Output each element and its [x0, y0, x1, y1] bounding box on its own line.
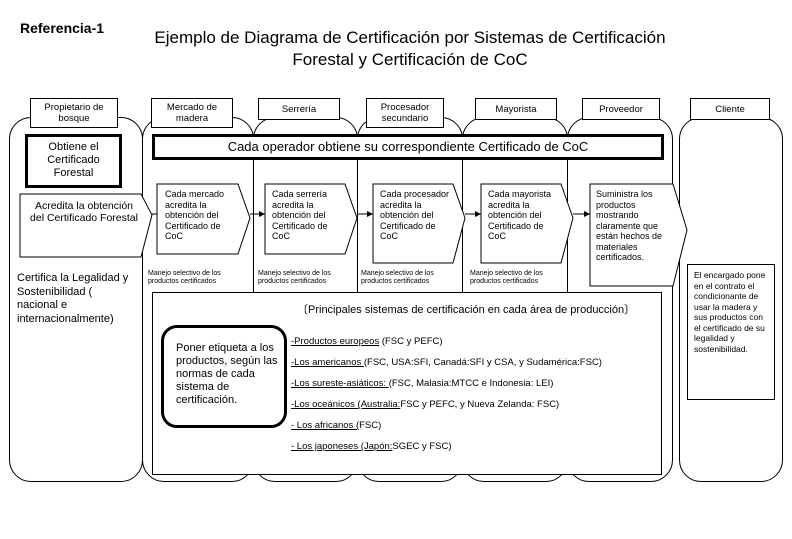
- manejo-mayorista: Manejo selectivo de los productos certif…: [470, 270, 543, 285]
- connector-3-head: [367, 211, 373, 217]
- system-region-africanos: - Los africanos (: [291, 420, 360, 431]
- flow-text-mercado: Cada mercado acredita la obtención del C…: [165, 189, 225, 241]
- flow-text-procesador: Cada procesador acredita la obtención de…: [380, 189, 450, 241]
- connector-2-head: [259, 211, 265, 217]
- system-line-japoneses: - Los japoneses (Japón:SGEC y FSC): [291, 441, 452, 453]
- flow-text-proveedor: Suministra los productos mostrando clara…: [596, 189, 663, 262]
- obtiene-certificado-text: Obtiene el Certificado Forestal: [47, 141, 100, 179]
- manejo-serreria: Manejo selectivo de los productos certif…: [258, 270, 331, 285]
- arrow-shape-mercado: [156, 183, 251, 255]
- poner-etiqueta-box: Poner etiqueta a los productos, según la…: [161, 325, 287, 428]
- cliente-text: El encargado pone en el contrato el cond…: [694, 270, 766, 354]
- system-line-oceanicos: -Los oceánicos (Australia:FSC y PEFC, y …: [291, 399, 559, 411]
- arrow-shape-procesador: [372, 183, 466, 264]
- connector-5-head: [584, 211, 590, 217]
- arrow-shape-proveedor: [589, 183, 688, 287]
- systems-title-text: Principales sistemas de certificación en…: [308, 304, 625, 316]
- manejo-mercado: Manejo selectivo de los productos certif…: [148, 270, 221, 285]
- system-region-americanos: -Los americanos: [291, 357, 364, 368]
- header-procesador: Procesador secundario: [366, 98, 444, 128]
- cada-operador-box: Cada operador obtiene su correspondiente…: [152, 134, 664, 160]
- system-region-oceanicos: -Los oceánicos (Australia:: [291, 399, 401, 410]
- system-region-europeos: -Productos europeos: [291, 336, 380, 347]
- bracket-left: 〔: [297, 304, 308, 316]
- title-line-2: Forestal y Certificación de CoC: [292, 50, 528, 69]
- diagram-title: Ejemplo de Diagrama de Certificación por…: [120, 27, 700, 71]
- system-detail-africanos: FSC): [359, 420, 382, 431]
- header-proveedor: Proveedor: [582, 98, 660, 120]
- system-line-asiaticos: -Los sureste-asiáticos: (FSC, Malasia:MT…: [291, 378, 553, 390]
- system-detail-asiaticos: (FSC, Malasia:MTCC e Indonesia: LEI): [388, 378, 554, 389]
- connector-4-head: [475, 211, 481, 217]
- poner-etiqueta-text: Poner etiqueta a los productos, según la…: [176, 342, 278, 406]
- obtiene-certificado-box: Obtiene el Certificado Forestal: [25, 134, 122, 188]
- system-detail-americanos: (FSC, USA:SFI, Canadá:SFI y CSA, y Sudam…: [363, 357, 602, 368]
- system-line-africanos: - Los africanos (FSC): [291, 420, 381, 432]
- header-serreria: Serrería: [258, 98, 340, 120]
- arrow-shape-acredita: [19, 193, 153, 258]
- system-detail-europeos: (FSC y PEFC): [379, 336, 443, 347]
- manejo-procesador: Manejo selectivo de los productos certif…: [361, 270, 434, 285]
- arrow-shape-serreria: [264, 183, 358, 255]
- header-cliente: Cliente: [690, 98, 770, 120]
- reference-label: Referencia-1: [20, 20, 105, 36]
- system-line-europeos: -Productos europeos (FSC y PEFC): [291, 336, 443, 348]
- system-region-asiaticos: -Los sureste-asiáticos:: [291, 378, 389, 389]
- flow-text-serreria: Cada serrería acredita la obtención del …: [272, 189, 328, 241]
- title-line-1: Ejemplo de Diagrama de Certificación por…: [154, 28, 666, 47]
- system-region-japoneses: - Los japoneses (Japón:: [291, 441, 393, 452]
- header-propietario: Propietario de bosque: [30, 98, 118, 128]
- system-line-americanos: -Los americanos (FSC, USA:SFI, Canadá:SF…: [291, 357, 602, 369]
- cliente-box: El encargado pone en el contrato el cond…: [687, 264, 775, 400]
- acredita-text: Acredita la obtención del Certificado Fo…: [30, 200, 138, 224]
- cada-operador-text: Cada operador obtiene su correspondiente…: [227, 139, 589, 154]
- certifica-text: Certifica la Legalidad y Sostenibilidad …: [17, 272, 129, 325]
- system-detail-oceanicos: FSC y PEFC, y Nueva Zelanda: FSC): [400, 399, 560, 410]
- system-detail-japoneses: SGEC y FSC): [392, 441, 452, 452]
- bracket-right: 〕: [624, 304, 636, 316]
- flow-text-mayorista: Cada mayorista acredita la obtención del…: [488, 189, 552, 241]
- header-mercado: Mercado de madera: [151, 98, 233, 128]
- systems-title: 〔Principales sistemas de certificación e…: [297, 303, 635, 317]
- header-mayorista: Mayorista: [475, 98, 557, 120]
- arrow-shape-mayorista: [480, 183, 574, 264]
